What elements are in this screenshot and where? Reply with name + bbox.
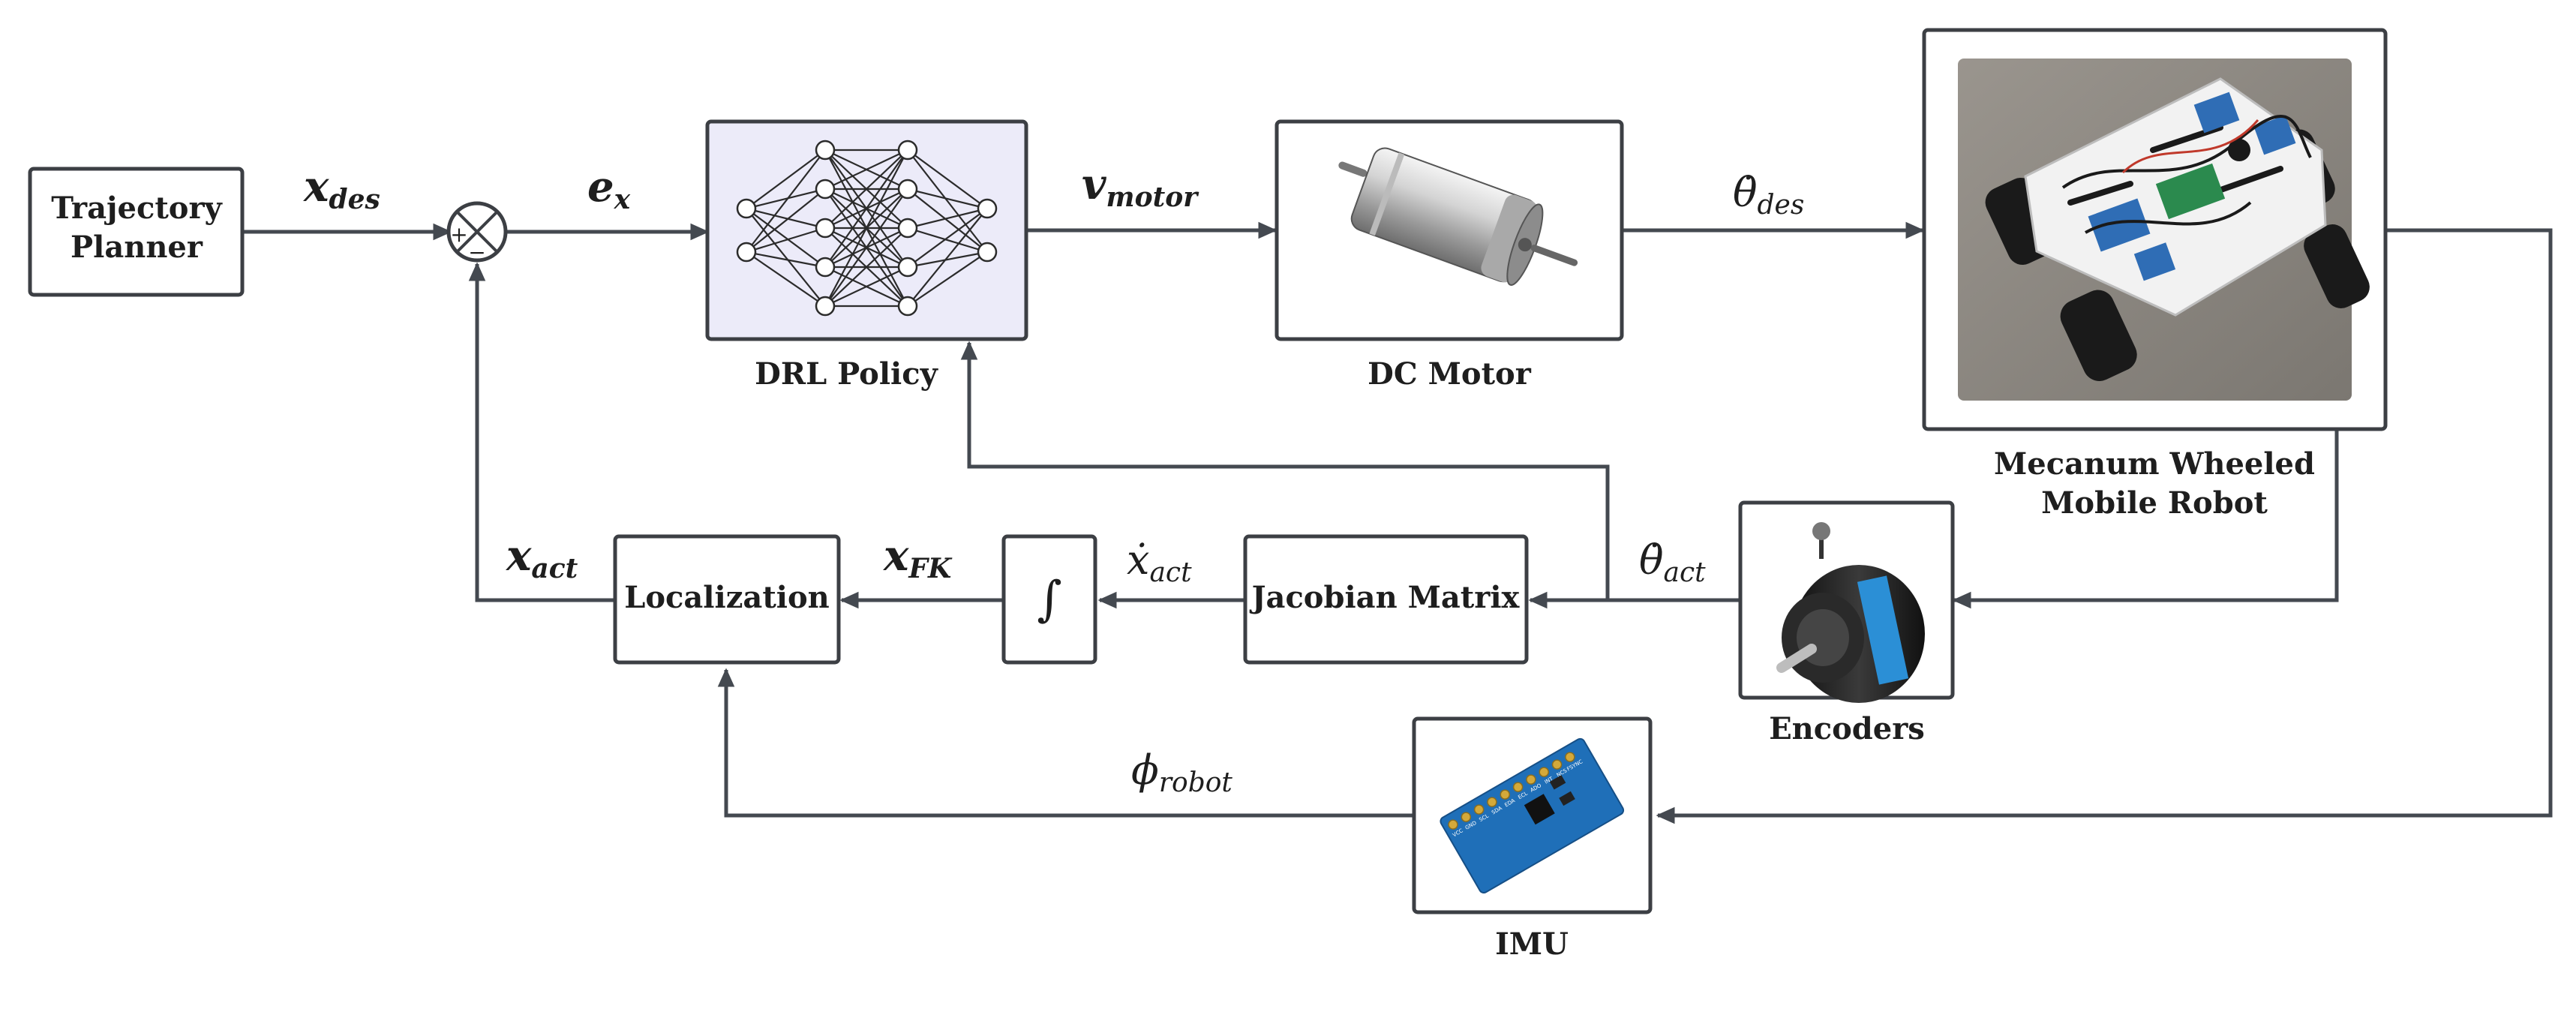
imu-pin: [1500, 789, 1511, 800]
drl-policy-label: DRL Policy: [755, 356, 938, 392]
nn-connection: [746, 149, 826, 209]
signal-x-act: xact: [506, 531, 578, 584]
imu-pin: [1473, 804, 1485, 815]
signal-e-x: ex: [587, 162, 631, 215]
nn-connection: [907, 149, 988, 209]
robot-block: Mecanum Wheeled Mobile Robot: [1922, 28, 2388, 521]
signal-theta-des: θ̇des: [1733, 169, 1804, 221]
nn-connection: [907, 208, 988, 307]
imu-label: IMU: [1495, 926, 1569, 962]
localization-label: Localization: [624, 580, 830, 615]
robot-label-1: Mecanum Wheeled: [1994, 446, 2315, 482]
encoder-icon: [1776, 522, 1925, 703]
imu-pin: [1551, 759, 1563, 770]
nn-connection: [907, 227, 988, 254]
nn-connection: [824, 188, 908, 307]
nn-node: [897, 296, 918, 317]
nn-connection: [746, 149, 826, 253]
nn-connection: [746, 251, 826, 269]
imu-pin: [1461, 812, 1472, 822]
nn-node: [897, 218, 918, 239]
plus-sign: +: [450, 222, 467, 247]
encoders-block: Encoders: [1738, 500, 1955, 746]
signal-x-fk: xFK: [883, 531, 953, 584]
neural-network-icon: [736, 140, 998, 317]
nn-connection: [907, 251, 988, 307]
nn-node: [897, 257, 918, 278]
signal-labels: xdes ex vmotor θ̇des θ̇act ẋact xFK xact…: [303, 160, 1804, 798]
nn-connection: [746, 207, 826, 230]
nn-connection: [907, 188, 988, 253]
nn-node: [815, 257, 836, 278]
imu-pin: [1526, 774, 1536, 785]
nn-connection: [746, 251, 826, 307]
imu-pin: [1487, 797, 1497, 807]
signal-x-des: xdes: [303, 162, 380, 215]
dc-motor-block: DC Motor: [1274, 119, 1624, 392]
nn-connection: [824, 149, 908, 229]
nn-connection: [824, 149, 908, 190]
nn-connection: [907, 149, 988, 253]
trajectory-planner-block: Trajectory Planner: [28, 167, 245, 297]
nn-connection: [746, 188, 826, 210]
nn-connection: [746, 208, 826, 307]
nn-node: [736, 198, 757, 219]
nn-node: [897, 140, 918, 161]
signal-phi-robot: ϕrobot: [1131, 746, 1232, 798]
arrow-feedback-drl: [960, 341, 1610, 600]
arrow-xact: [468, 262, 615, 602]
nn-connection: [746, 188, 826, 253]
summing-junction: + −: [446, 201, 508, 265]
nn-connection: [907, 208, 988, 268]
dc-motor-label: DC Motor: [1368, 356, 1532, 392]
imu-pin: [1565, 752, 1575, 762]
dc-motor-icon: [1338, 147, 1578, 286]
nn-connection: [907, 251, 988, 269]
imu-pin: [1448, 819, 1458, 830]
minus-sign: −: [468, 240, 485, 265]
nn-connection: [824, 266, 908, 307]
robot-label-2: Mobile Robot: [2041, 485, 2268, 521]
signal-theta-act: θ̇act: [1639, 536, 1706, 588]
nn-connection: [824, 149, 908, 268]
nn-connection: [746, 208, 826, 268]
signal-xdot-act: ẋact: [1127, 536, 1192, 588]
encoders-label: Encoders: [1769, 711, 1925, 746]
nn-node: [977, 198, 998, 219]
signal-lines: [244, 221, 2553, 824]
nn-node: [815, 218, 836, 239]
nn-connection: [824, 227, 908, 307]
nn-node: [897, 179, 918, 200]
nn-connection: [907, 207, 988, 230]
imu-pin: [1512, 782, 1524, 792]
nn-connection: [907, 188, 988, 210]
arrow-phi-robot: [717, 668, 1414, 818]
trajectory-planner-label-2: Planner: [71, 230, 203, 265]
jacobian-block: Jacobian Matrix: [1243, 534, 1529, 665]
nn-node: [815, 296, 836, 317]
nn-node: [736, 242, 757, 263]
integral-symbol: ∫: [1037, 572, 1061, 627]
nn-node: [977, 242, 998, 263]
nn-node: [815, 179, 836, 200]
arrow-robot-encoders: [1952, 371, 2339, 609]
nn-connection: [746, 227, 826, 254]
nn-connection: [824, 149, 908, 307]
localization-block: Localization: [613, 534, 841, 665]
nn-node: [815, 140, 836, 161]
trajectory-planner-label-1: Trajectory: [51, 191, 223, 226]
robot-photo: [1958, 59, 2370, 401]
arrow-robot-imu: [1656, 228, 2553, 824]
drl-policy-block: DRL Policy: [705, 119, 1028, 392]
jacobian-label: Jacobian Matrix: [1250, 580, 1521, 615]
integrator-block: ∫: [1001, 534, 1097, 665]
signal-v-motor: vmotor: [1082, 160, 1199, 213]
imu-pin: [1539, 767, 1549, 777]
